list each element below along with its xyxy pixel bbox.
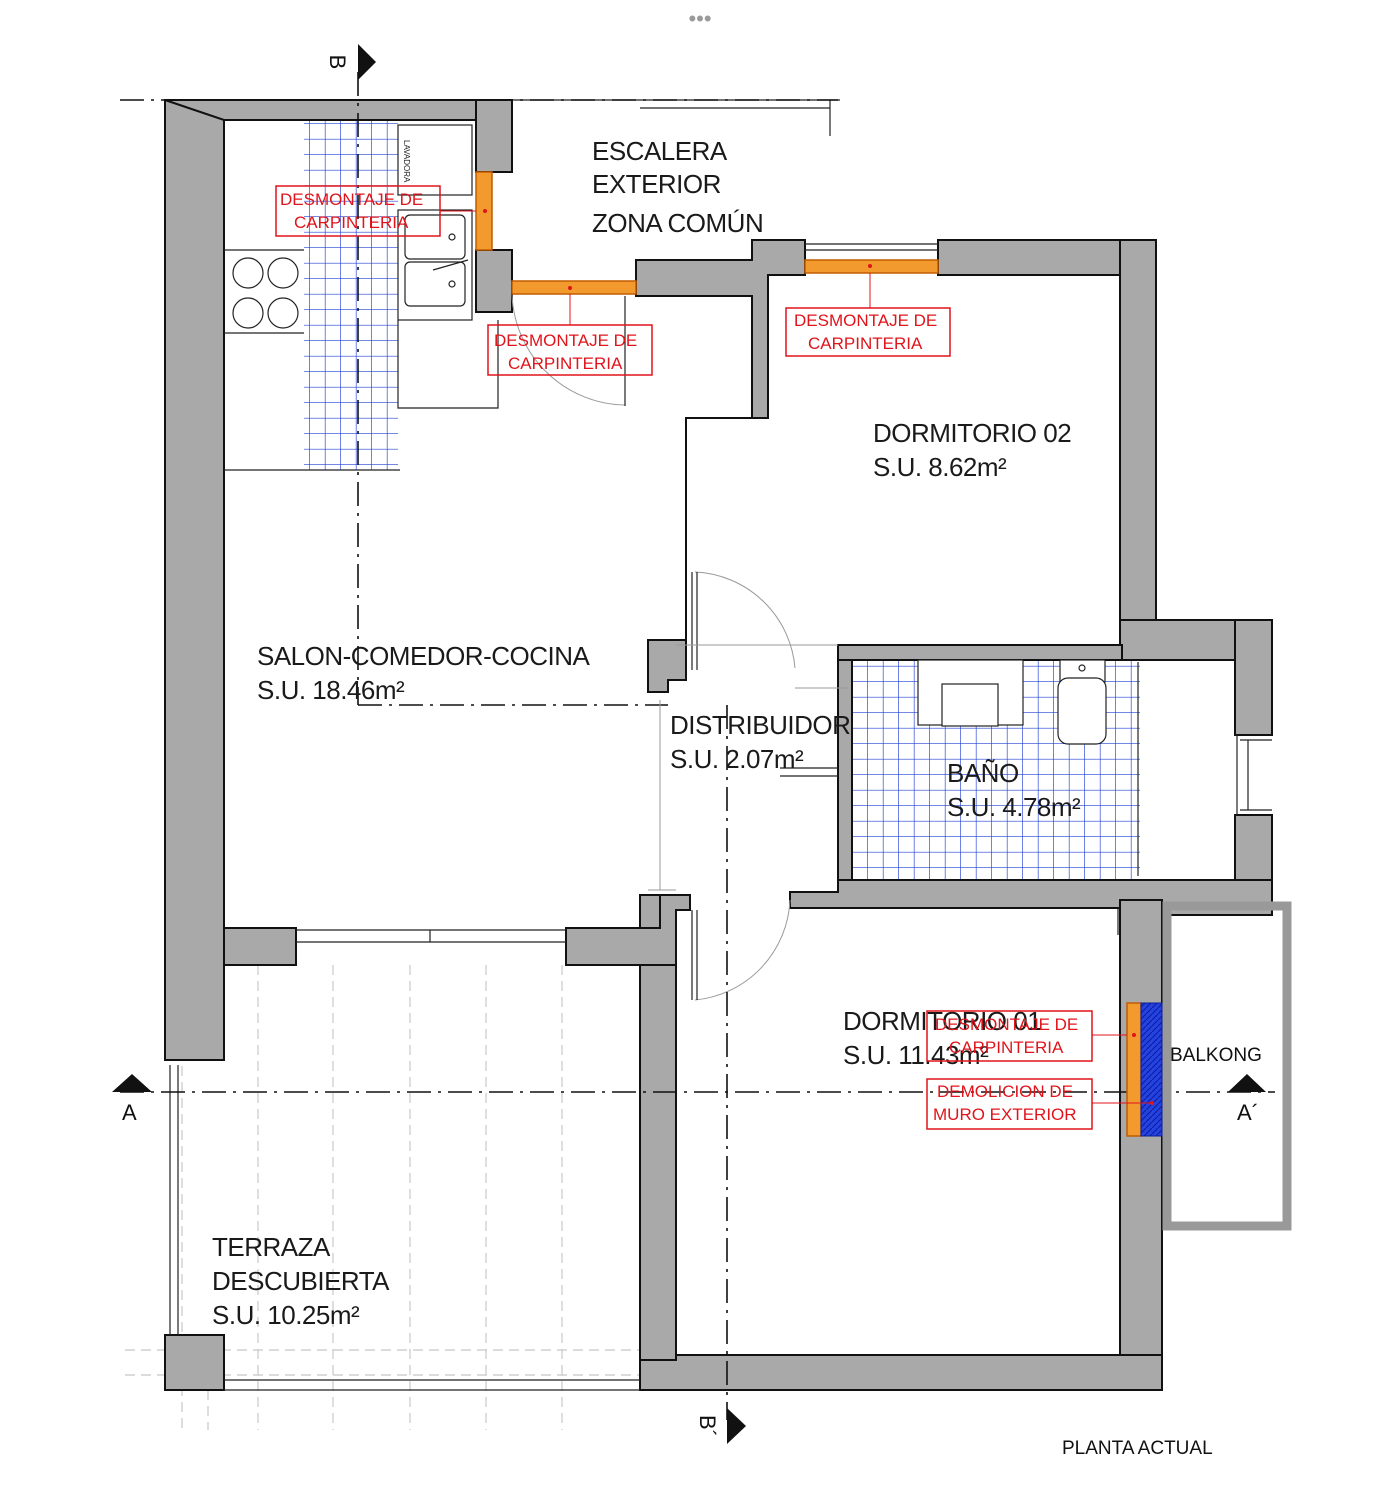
annotation-3: DESMONTAJE DE CARPINTERIA [785,307,951,357]
svg-text:DESMONTAJE DE: DESMONTAJE DE [280,190,423,209]
bathroom-fixtures [917,659,1139,876]
washer-label: LAVADORA [402,140,411,183]
svg-text:DESMONTAJE DE: DESMONTAJE DE [794,311,937,330]
bano-area: S.U. 4.78m² [947,792,1081,822]
svg-text:DESCUBIERTA: DESCUBIERTA [212,1266,390,1296]
carpentry-demolition-marks [440,171,1163,1137]
distribuidor-name: DISTRIBUIDOR [670,710,850,740]
svg-text:MURO EXTERIOR: MURO EXTERIOR [933,1105,1077,1124]
balkong-label: BALKONG [1170,1045,1262,1066]
section-mark-b: B [325,44,376,80]
svg-text:S.U. 10.25m²: S.U. 10.25m² [212,1300,360,1330]
escalera-label: ESCALERA EXTERIOR ZONA COMÚN [592,136,764,238]
svg-text:CARPINTERIA: CARPINTERIA [808,334,923,353]
salon-name: SALON-COMEDOR-COCINA [257,641,591,671]
drawing-title: PLANTA ACTUAL [1062,1438,1213,1459]
bano-name: BAÑO [947,758,1019,788]
svg-text:CARPINTERIA: CARPINTERIA [949,1038,1064,1057]
distribuidor-area: S.U. 2.07m² [670,744,804,774]
svg-text:ZONA COMÚN: ZONA COMÚN [592,208,763,238]
dormitorio02-area: S.U. 8.62m² [873,452,1007,482]
annotation-2: DESMONTAJE DE CARPINTERIA [487,324,653,376]
svg-text:TERRAZA: TERRAZA [212,1232,331,1262]
section-mark-a: A [112,1074,152,1125]
svg-text:A: A [122,1100,137,1125]
svg-text:ESCALERA: ESCALERA [592,136,728,166]
wall-demolition-hatch [1140,1002,1163,1137]
annotation-5: DEMOLICION DE MURO EXTERIOR [926,1078,1093,1130]
section-mark-b-prime: B´ [695,1408,746,1444]
doors [511,294,1119,1001]
dormitorio02-name: DORMITORIO 02 [873,418,1071,448]
balcony-outline [1162,901,1292,1231]
kitchen-tile [304,120,398,470]
svg-text:A´: A´ [1237,1100,1259,1125]
window-frames [169,99,1272,1391]
annotation-1: DESMONTAJE DE CARPINTERIA [275,185,441,237]
dormitorio01-area: S.U. 11.43m² [843,1040,989,1070]
terraza-label: TERRAZA DESCUBIERTA S.U. 10.25m² [212,1232,391,1330]
svg-text:EXTERIOR: EXTERIOR [592,169,721,199]
kitchen-fixtures: LAVADORA [224,124,499,471]
svg-text:DEMOLICION DE: DEMOLICION DE [937,1082,1073,1101]
window-handle[interactable]: ••• [688,6,711,31]
svg-text:DESMONTAJE DE: DESMONTAJE DE [494,331,637,350]
section-mark-a-prime: A´ [1228,1074,1266,1125]
svg-text:B: B [325,55,350,70]
svg-text:CARPINTERIA: CARPINTERIA [508,354,623,373]
svg-text:B´: B´ [695,1415,720,1437]
annotation-4: DESMONTAJE DE CARPINTERIA [926,1010,1093,1062]
salon-area: S.U. 18.46m² [257,675,405,705]
svg-text:DESMONTAJE DE: DESMONTAJE DE [935,1015,1078,1034]
svg-text:CARPINTERIA: CARPINTERIA [294,213,409,232]
section-lines [120,72,1275,1420]
